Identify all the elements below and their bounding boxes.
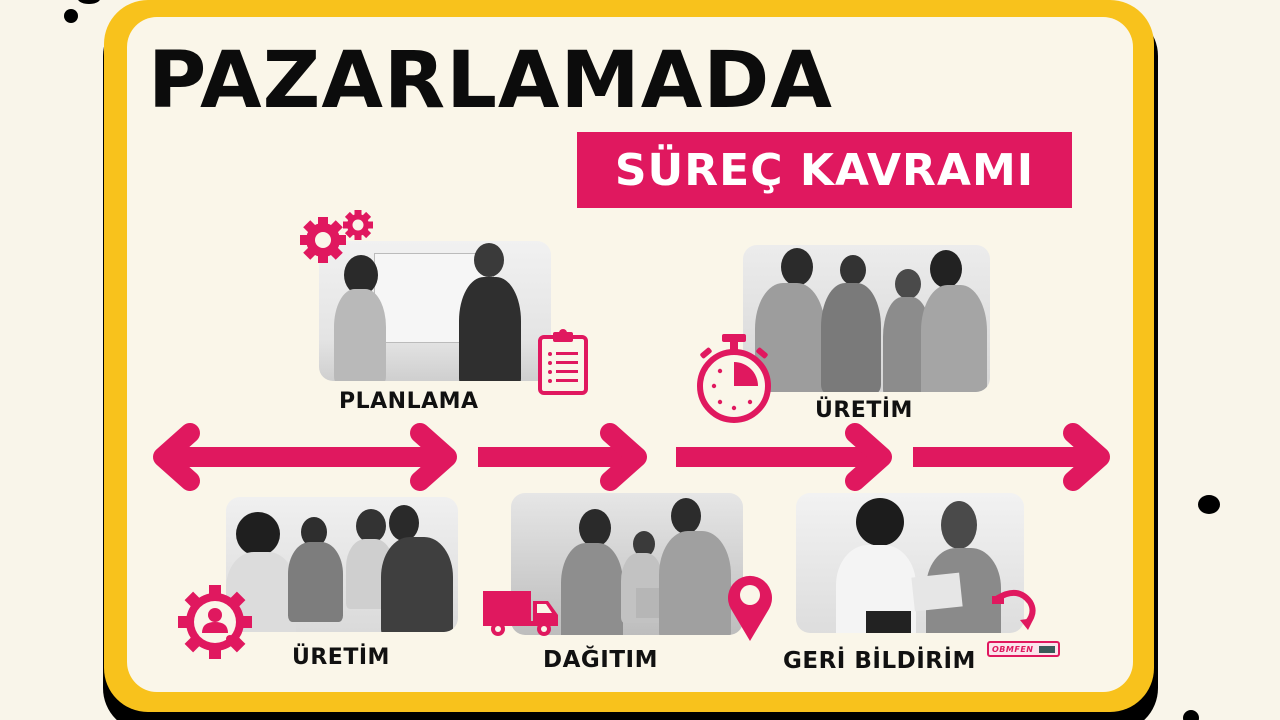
page-title: PAZARLAMADA (148, 36, 833, 126)
step-label-planlama: PLANLAMA (339, 389, 479, 414)
decor-dot (1183, 710, 1199, 720)
clipboard-checklist-icon (538, 329, 588, 395)
badge-text: OBMFEN (992, 644, 1034, 654)
step-label-geri-bildirim: GERİ BİLDİRİM (783, 648, 976, 674)
badge-bar (1039, 646, 1055, 653)
step-label-uretim-bottom: ÜRETİM (292, 645, 390, 670)
step-label-dagitim: DAĞITIM (543, 647, 658, 673)
gear-person-icon (178, 585, 252, 659)
step-label-uretim-top: ÜRETİM (815, 398, 913, 423)
page-subtitle: SÜREÇ KAVRAMI (614, 144, 1035, 196)
gears-icon (300, 210, 373, 263)
photo-uretim-bottom (226, 497, 458, 632)
refresh-arrow-icon (992, 589, 1036, 630)
delivery-truck-icon (483, 591, 558, 636)
photo-geri-bildirim (796, 493, 1024, 633)
location-pin-icon (728, 575, 772, 641)
decor-dot (78, 0, 100, 4)
subtitle-banner: SÜREÇ KAVRAMI (577, 132, 1072, 208)
photo-dagitim (511, 493, 743, 635)
decor-dot (64, 9, 78, 23)
stopwatch-icon (697, 334, 771, 423)
badge: OBMFEN (987, 641, 1060, 657)
photo-uretim-top (743, 245, 990, 392)
decor-dot (1198, 495, 1220, 514)
photo-planlama (319, 241, 551, 381)
